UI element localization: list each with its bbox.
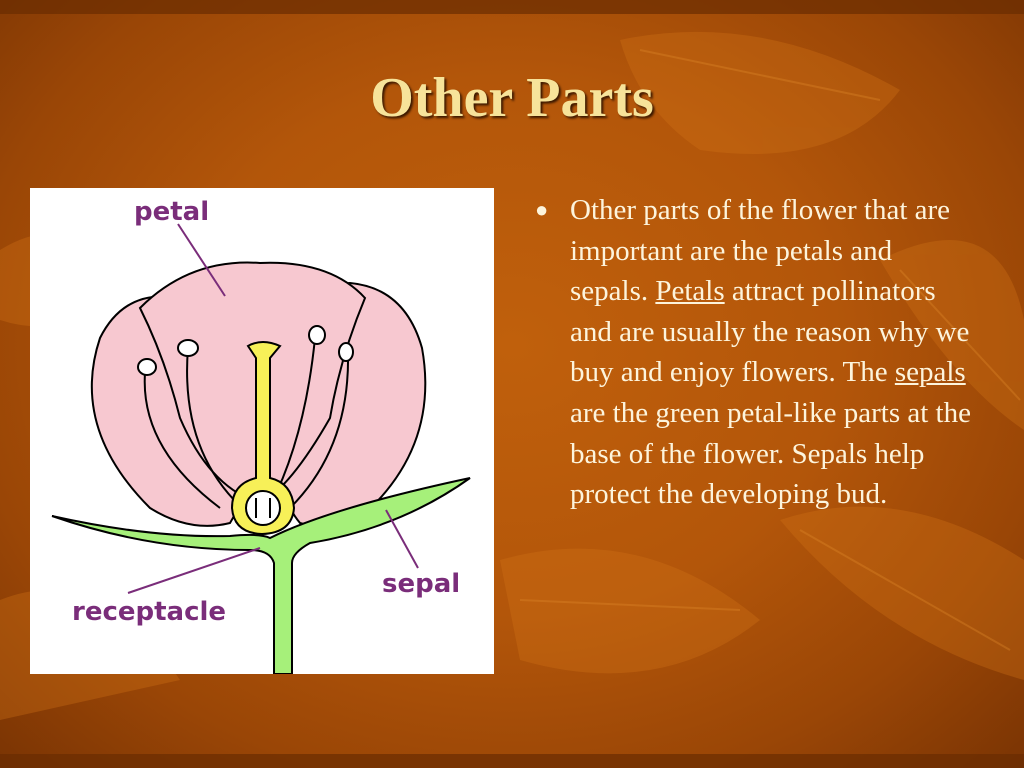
pistil [230, 341, 296, 536]
petal-center [138, 261, 367, 505]
bullet-list: ● Other parts of the flower that are imp… [535, 190, 975, 515]
bullet-dot-icon: ● [535, 197, 549, 222]
petals [90, 261, 427, 528]
body-text-2: attract pollinators and are usually the … [570, 275, 970, 389]
sepal-label: sepal [382, 569, 460, 599]
anthers [137, 325, 354, 376]
body-text-3: are the green petal-like parts at the ba… [570, 396, 971, 511]
flower-diagram-svg: petal sepal receptacle [51, 197, 471, 674]
slide-title: Other Parts [370, 67, 654, 129]
receptacle-label: receptacle [72, 597, 226, 627]
stem-and-sepals [51, 477, 471, 674]
flower-diagram: petal sepal receptacle [30, 188, 494, 674]
label-lines [127, 223, 419, 594]
petal-label: petal [134, 197, 209, 227]
bullet-item: ● Other parts of the flower that are imp… [535, 190, 975, 515]
body-text-1: Other parts of the flower that are impor… [570, 194, 951, 308]
petals-term: Petals [655, 275, 725, 308]
sepals-term: sepals [894, 356, 966, 389]
